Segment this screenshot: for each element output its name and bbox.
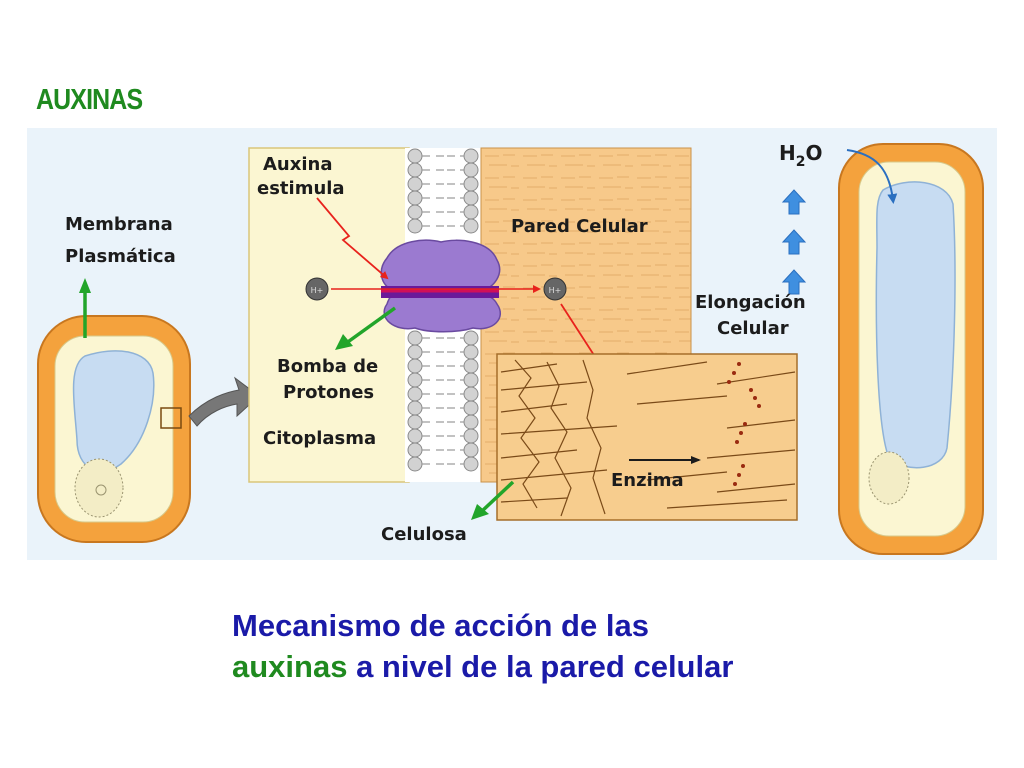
nucleus — [74, 458, 124, 518]
pump-pointer-arrow — [343, 306, 397, 346]
lipid-head — [463, 400, 479, 416]
proton-icon: H+ — [305, 277, 329, 301]
lipid-head — [407, 176, 423, 192]
lipid-head — [463, 428, 479, 444]
label-auxin-2: estimula — [257, 178, 345, 199]
svg-text:H+: H+ — [311, 286, 324, 295]
elongated-plant-cell — [838, 143, 984, 555]
label-elongation-1: Elongación — [695, 292, 806, 313]
lipid-head — [463, 204, 479, 220]
lipid-head — [407, 204, 423, 220]
lipid-head — [407, 400, 423, 416]
nucleus — [868, 451, 910, 505]
cellulose-pointer-arrow — [479, 480, 515, 514]
lipid-head — [463, 344, 479, 360]
lipid-head — [463, 442, 479, 458]
slide-title: AUXINAS — [36, 84, 143, 116]
lipid-head — [407, 330, 423, 346]
lipid-head — [407, 372, 423, 388]
lipid-head — [463, 148, 479, 164]
label-pump-1: Bomba de — [277, 356, 378, 377]
svg-text:H+: H+ — [549, 286, 562, 295]
label-membrane-1: Membrana — [65, 214, 173, 235]
lipid-head — [463, 176, 479, 192]
lipid-head — [407, 190, 423, 206]
label-cytoplasm: Citoplasma — [263, 428, 376, 449]
lipid-head — [407, 456, 423, 472]
large-vacuole — [875, 181, 956, 469]
label-elongation-2: Celular — [717, 318, 789, 339]
small-plant-cell — [37, 315, 191, 543]
label-enzyme: Enzima — [611, 470, 684, 491]
lipid-head — [407, 148, 423, 164]
label-auxin-1: Auxina — [263, 154, 333, 175]
arrow-icon — [79, 278, 91, 293]
zoom-square — [160, 407, 182, 429]
lipid-head — [463, 414, 479, 430]
small-vacuole — [72, 350, 155, 472]
lipid-head — [463, 372, 479, 388]
caption-line-1: Mecanismo de acción de las — [232, 608, 649, 643]
lipid-head — [407, 162, 423, 178]
lightning-arrow-icon — [316, 197, 389, 280]
label-cellulose: Celulosa — [381, 524, 467, 545]
zoom-arrow-icon — [188, 376, 260, 427]
lipid-head — [407, 428, 423, 444]
lipid-head — [407, 386, 423, 402]
lipid-head — [407, 442, 423, 458]
caption-line-2: auxinas a nivel de la pared celular — [232, 646, 992, 687]
label-water: H2O — [779, 141, 823, 170]
lipid-head — [463, 386, 479, 402]
label-cell-wall: Pared Celular — [511, 216, 648, 237]
label-membrane-2: Plasmática — [65, 246, 176, 267]
arrow-icon — [335, 334, 353, 350]
proton-icon: H+ — [543, 277, 567, 301]
caption-highlight: auxinas — [232, 649, 348, 684]
caption-rest: a nivel de la pared celular — [347, 649, 734, 684]
lipid-head — [463, 162, 479, 178]
slide-caption: Mecanismo de acción de las auxinas a niv… — [232, 605, 992, 687]
lipid-head — [463, 218, 479, 234]
lipid-head — [463, 330, 479, 346]
cellulose-panel — [496, 353, 798, 521]
lipid-head — [407, 414, 423, 430]
arrow-icon — [471, 504, 489, 520]
water-entry-arrow — [846, 149, 898, 204]
lipid-head — [463, 190, 479, 206]
lipid-head — [463, 456, 479, 472]
up-arrow-icon — [781, 189, 807, 295]
lipid-head — [407, 218, 423, 234]
auxin-diagram: H+ H+ — [27, 128, 997, 560]
lipid-head — [407, 358, 423, 374]
lipid-head — [463, 358, 479, 374]
label-pump-2: Protones — [283, 382, 374, 403]
lipid-head — [407, 344, 423, 360]
proton-pump — [380, 239, 502, 333]
